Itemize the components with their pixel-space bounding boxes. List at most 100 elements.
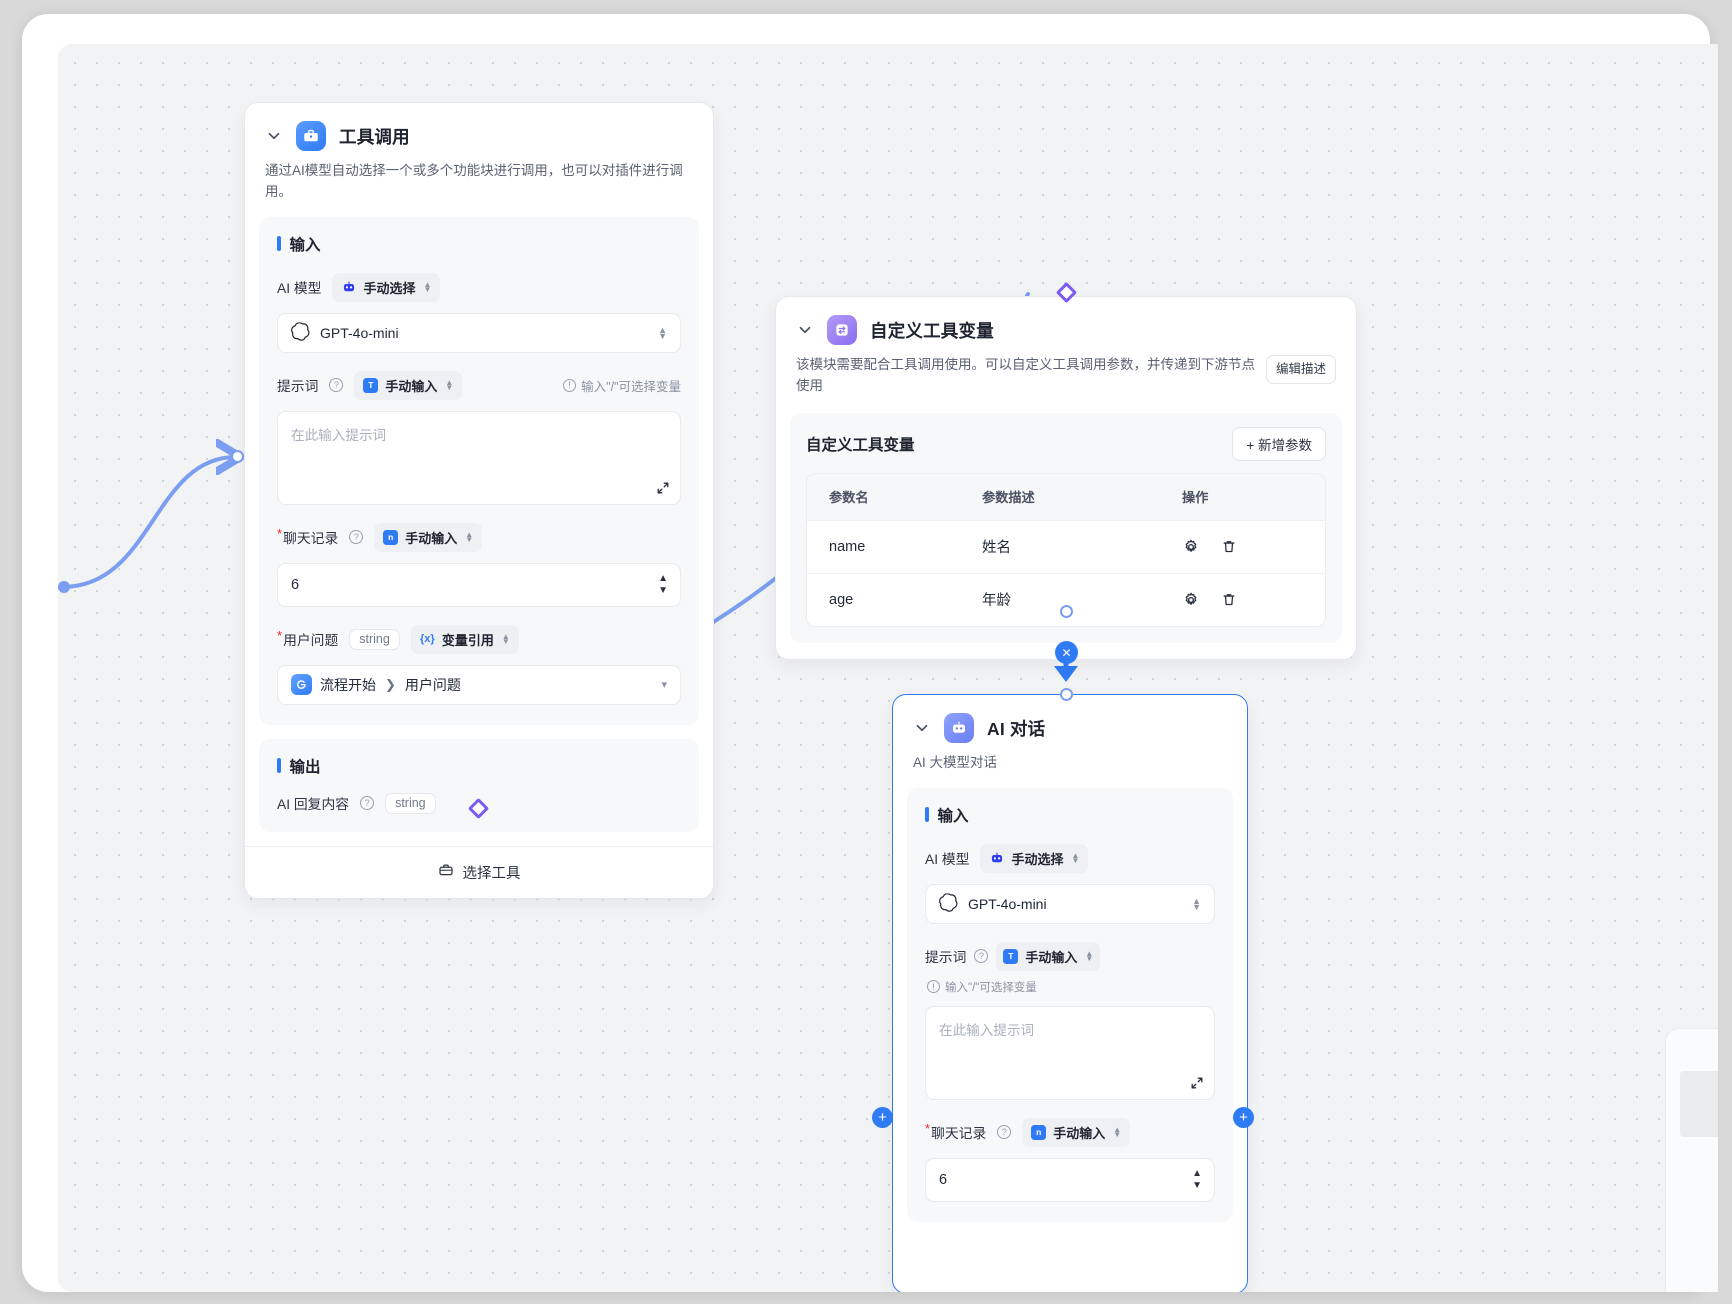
model-select-field[interactable]: GPT-4o-mini ▲▼: [277, 312, 681, 353]
expand-icon[interactable]: [656, 481, 670, 495]
collapse-chevron-icon[interactable]: [265, 127, 283, 145]
prompt-placeholder: 在此输入提示词: [291, 427, 387, 443]
edit-description-button[interactable]: 编辑描述: [1265, 355, 1336, 385]
prompt-mode-label: 手动输入: [385, 378, 438, 394]
model-label: AI 模型: [925, 852, 970, 868]
collapse-chevron-icon[interactable]: [913, 719, 931, 737]
text-input-chip-icon: T: [363, 377, 379, 393]
help-icon[interactable]: ?: [974, 949, 989, 964]
model-mode-select[interactable]: 手动选择 ▲▼: [332, 272, 441, 302]
chevron-updown-icon: ▲▼: [423, 280, 432, 295]
model-mode-label: 手动选择: [363, 280, 416, 296]
chevron-down-icon[interactable]: ▾: [661, 679, 667, 692]
table-row[interactable]: name 姓名: [807, 519, 1325, 573]
param-desc: 年龄: [982, 593, 1011, 610]
chevron-updown-icon: ▲▼: [445, 378, 454, 393]
info-icon: !: [927, 980, 940, 994]
question-ref-field: 用户问题: [404, 676, 461, 693]
trash-icon[interactable]: [1220, 538, 1238, 556]
add-param-button[interactable]: + 新增参数: [1232, 426, 1326, 461]
toolbox-icon: [296, 121, 326, 151]
robot-chip-icon: [989, 851, 1004, 866]
panel-placeholder-block: [1680, 1071, 1718, 1137]
trash-icon[interactable]: [1220, 591, 1238, 609]
prompt-mode-label: 手动输入: [1025, 949, 1078, 965]
chevron-updown-icon[interactable]: ▲▼: [1192, 895, 1201, 912]
model-select-field[interactable]: GPT-4o-mini ▲▼: [925, 883, 1215, 924]
gear-icon[interactable]: [1182, 591, 1200, 609]
workflow-canvas[interactable]: ✕ + + 工具调用 通过AI模型自动选择一个或多个功能块进行: [58, 44, 1718, 1292]
question-mode-select[interactable]: {x} 变量引用 ▲▼: [410, 624, 519, 654]
number-stepper[interactable]: ▲▼: [1192, 1167, 1202, 1191]
expand-icon[interactable]: [1190, 1076, 1204, 1090]
custom-tool-var-header: 自定义工具变量 该模块需要配合工具调用使用。可以自定义工具调用参数，并传递到下游…: [776, 297, 1356, 397]
history-number-input[interactable]: 6 ▲▼: [277, 562, 681, 607]
node-title: 自定义工具变量: [870, 320, 994, 341]
openai-logo-icon: [291, 322, 310, 344]
chevron-updown-icon: ▲▼: [1071, 851, 1080, 866]
prompt-mode-select[interactable]: T 手动输入 ▲▼: [996, 941, 1101, 971]
ai-chat-add-right-icon[interactable]: +: [1233, 1107, 1254, 1128]
edge-source-dot[interactable]: [58, 581, 70, 593]
help-icon[interactable]: ?: [360, 796, 375, 811]
node-description: 通过AI模型自动选择一个或多个功能块进行调用，也可以对插件进行调用。: [265, 163, 683, 199]
prompt-row: 提示词 ? T 手动输入 ▲▼ ! 输入"/"可选择变量: [925, 941, 1215, 995]
ai-chat-input-port[interactable]: [1060, 688, 1073, 701]
history-mode-label: 手动输入: [1053, 1125, 1106, 1141]
custom-tool-var-output-port[interactable]: [1060, 605, 1073, 618]
required-marker: *: [277, 628, 283, 644]
history-label: *聊天记录: [925, 1121, 987, 1142]
model-mode-select[interactable]: 手动选择 ▲▼: [980, 843, 1089, 873]
chevron-updown-icon: ▲▼: [465, 530, 474, 545]
node-title: 工具调用: [339, 126, 410, 147]
input-section-title: 输入: [925, 804, 1215, 826]
required-marker: *: [277, 526, 283, 542]
history-row: *聊天记录 ? n 手动输入 ▲▼: [925, 1117, 1215, 1147]
tool-call-header: 工具调用 通过AI模型自动选择一个或多个功能块进行调用，也可以对插件进行调用。: [245, 103, 713, 203]
edge-delete-icon[interactable]: ✕: [1055, 641, 1078, 664]
node-ai-chat[interactable]: AI 对话 AI 大模型对话 输入 AI 模型: [892, 694, 1248, 1292]
node-tool-call[interactable]: 工具调用 通过AI模型自动选择一个或多个功能块进行调用，也可以对插件进行调用。 …: [244, 102, 714, 899]
window-shell: ✕ + + 工具调用 通过AI模型自动选择一个或多个功能块进行: [22, 14, 1718, 1292]
history-mode-label: 手动输入: [405, 530, 458, 546]
right-side-panel-stub[interactable]: [1665, 1028, 1718, 1292]
history-row: *聊天记录 ? n 手动输入 ▲▼: [277, 522, 681, 552]
output-row: AI 回复内容 ? string: [277, 792, 681, 814]
chevron-updown-icon[interactable]: ▲▼: [658, 324, 667, 341]
history-value: 6: [291, 576, 300, 593]
chevron-updown-icon: ▲▼: [1113, 1125, 1122, 1140]
help-icon[interactable]: ?: [997, 1125, 1012, 1140]
model-label: AI 模型: [277, 281, 322, 297]
param-name: age: [829, 591, 854, 608]
output-label: AI 回复内容: [277, 797, 350, 813]
tool-call-input-port[interactable]: [231, 450, 244, 463]
ai-chat-add-left-icon[interactable]: +: [872, 1107, 893, 1128]
column-header-desc: 参数描述: [982, 490, 1035, 506]
node-description: 该模块需要配合工具调用使用。可以自定义工具调用参数，并传递到下游节点使用: [796, 357, 1255, 393]
prompt-mode-select[interactable]: T 手动输入 ▲▼: [354, 370, 463, 400]
prompt-hint: ! 输入"/"可选择变量: [927, 979, 1037, 995]
prompt-textarea[interactable]: 在此输入提示词: [277, 410, 681, 505]
chevron-updown-icon: ▲▼: [501, 632, 510, 647]
select-tool-button[interactable]: 选择工具: [245, 845, 713, 898]
column-header-name: 参数名: [829, 490, 869, 506]
question-variable-select[interactable]: 流程开始 ❯ 用户问题 ▾: [277, 664, 681, 705]
text-input-chip-icon: T: [1003, 948, 1019, 964]
select-tool-label: 选择工具: [462, 865, 521, 882]
history-number-input[interactable]: 6 ▲▼: [925, 1157, 1215, 1202]
section-accent-bar: [277, 236, 281, 252]
column-header-actions: 操作: [1182, 490, 1209, 506]
history-mode-select[interactable]: n 手动输入 ▲▼: [1022, 1117, 1131, 1147]
model-value: GPT-4o-mini: [968, 895, 1047, 912]
prompt-textarea[interactable]: 在此输入提示词: [925, 1005, 1215, 1100]
history-mode-select[interactable]: n 手动输入 ▲▼: [374, 522, 483, 552]
model-mode-label: 手动选择: [1011, 851, 1064, 867]
collapse-chevron-icon[interactable]: [796, 321, 814, 339]
gear-icon[interactable]: [1182, 538, 1200, 556]
number-stepper[interactable]: ▲▼: [658, 572, 668, 596]
help-icon[interactable]: ?: [329, 378, 344, 393]
question-row: *用户问题 string {x} 变量引用 ▲▼: [277, 624, 681, 654]
help-icon[interactable]: ?: [349, 530, 364, 545]
question-mode-label: 变量引用: [441, 632, 494, 648]
